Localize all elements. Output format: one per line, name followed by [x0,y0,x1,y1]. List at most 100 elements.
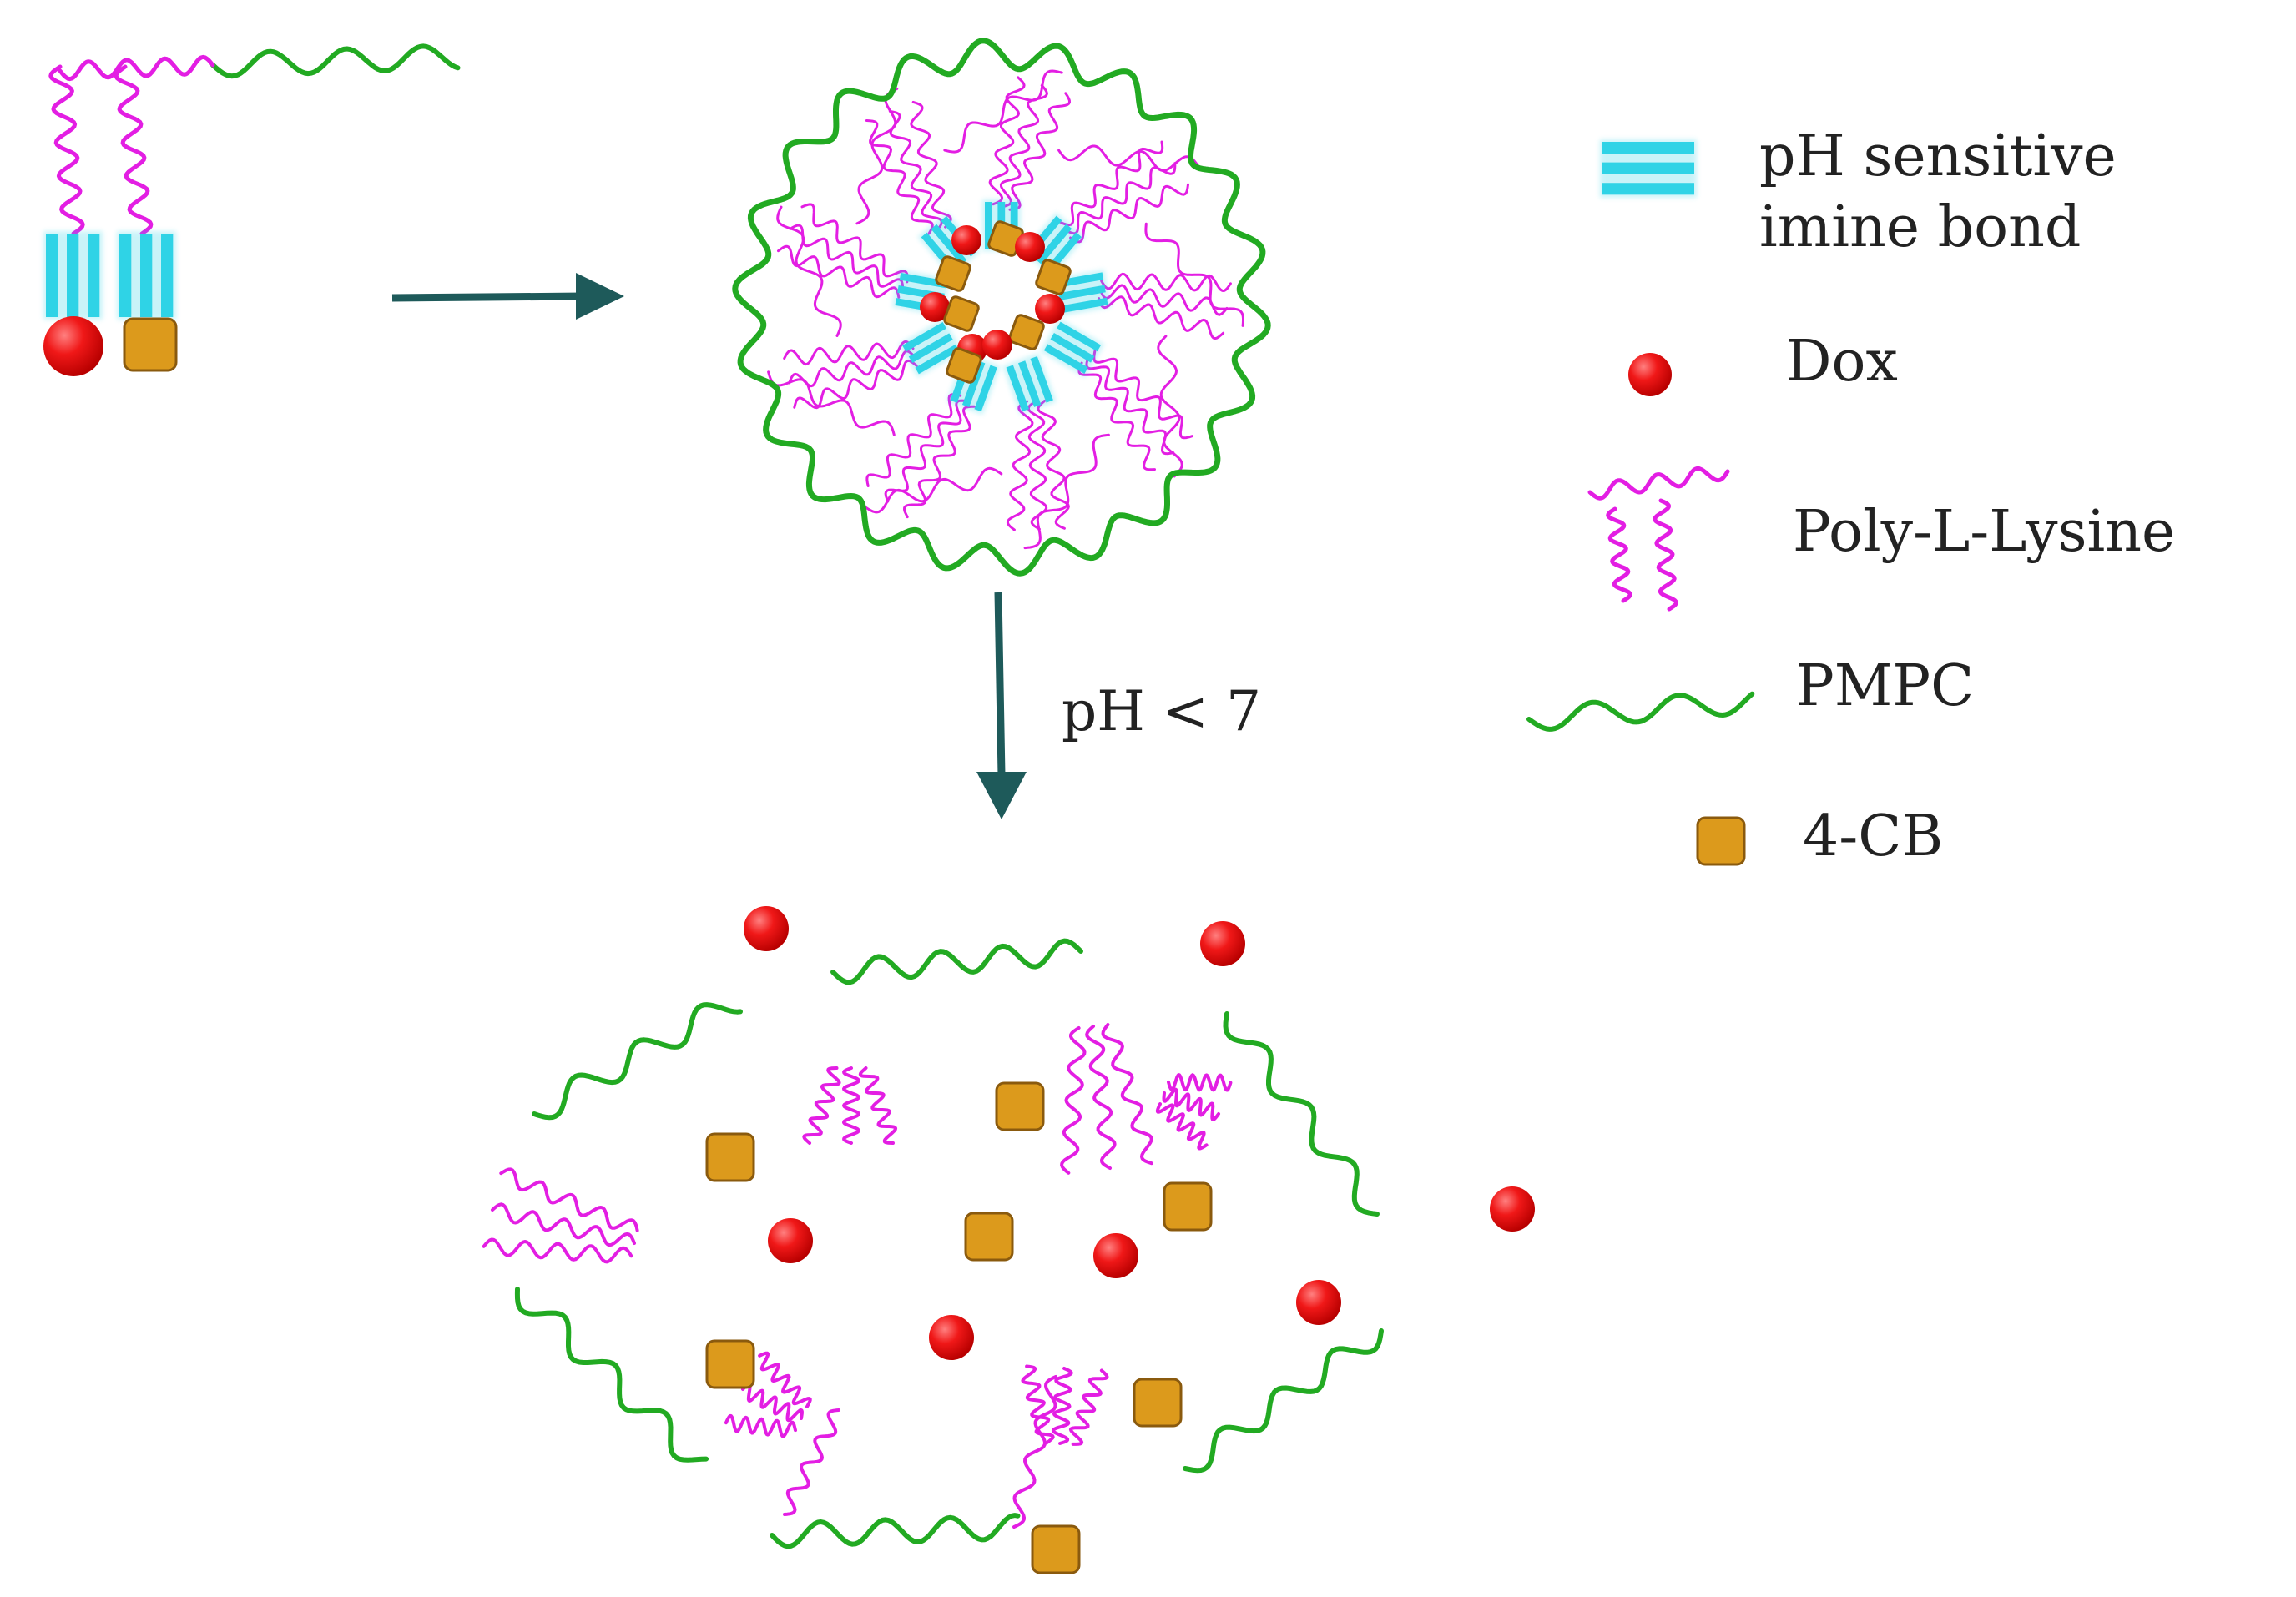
imine-bar [161,234,174,317]
lysine-strand [741,1382,804,1423]
dox-particle [1490,1186,1535,1232]
dox-particle [744,906,789,951]
imine-bar [1018,360,1042,407]
4-cb-particle [123,317,178,372]
lysine-strand [910,100,952,229]
lysine-strand [888,109,943,232]
imine-bar [1602,142,1694,154]
4-cb-particle [1163,1181,1213,1232]
dox-particle [768,1218,813,1263]
disassembled-state [482,906,1535,1574]
dox-particle [43,316,103,376]
4-cb-particle [946,347,982,384]
imine-bar [1602,162,1694,174]
4-cb-icon [1696,816,1746,866]
lysine-strand [863,466,1003,514]
dox-particle [1200,921,1245,966]
lysine-strand [1037,400,1070,530]
lysine-strand [1653,498,1678,612]
release-arrow-head [976,772,1027,819]
lysine-strand [1085,355,1175,456]
dox-particle [1296,1280,1341,1325]
imine-bar [915,344,960,375]
lysine-strand [1064,162,1177,235]
4-cb-particle [705,1132,755,1182]
assembly-arrow-shaft [391,292,585,302]
imine-bar [1056,272,1104,288]
lysine-strand [1098,284,1229,316]
lysine-strand [1100,272,1232,292]
imine-bar [1050,333,1095,363]
lysine-strand [1008,92,1071,211]
imine-bond [1002,353,1057,416]
lysine-strand [1155,1102,1209,1151]
legend: pH sensitive imine bond Dox Poly-L-Lysin… [1526,123,2175,869]
lysine-strand [1167,1073,1233,1092]
imine-bar [1030,355,1053,403]
dox-particle [929,1315,974,1360]
lysine-strand [842,1066,860,1145]
pmpc-chain [210,43,461,79]
poly-l-lysine-icon [1587,466,1730,612]
lysine-strand [1006,400,1034,531]
imine-bar [931,224,967,265]
lysine-strand [1057,144,1200,172]
lysine-strand [783,1408,840,1516]
dox-particle [1015,232,1045,262]
lysine-strand [999,83,1048,209]
4-cb-particle [1008,314,1045,350]
pmpc-chain [830,938,1083,985]
lysine-strand [789,224,905,291]
imine-bar [908,333,953,363]
lysine-strand [114,64,154,236]
imine-bar [140,234,153,317]
micelle-pmpc-shell [732,38,1271,577]
legend-pmpc-label: PMPC [1796,653,1974,719]
dox-particle [982,330,1012,360]
legend-imine-label: pH sensitive imine bond [1759,123,2134,260]
lysine-strand [1012,1375,1057,1529]
lysine-strand [58,54,215,82]
lysine-strand [1092,350,1193,440]
imine-bar [46,234,58,317]
released-pmpc-chains [514,938,1384,1549]
pmpc-chain [532,1002,743,1121]
lysine-strand [1051,1367,1073,1445]
4-cb-particle [935,255,971,292]
poly-l-lysine-chains [48,54,215,236]
lysine-strand [1060,140,1164,227]
pmpc-shell [732,38,1271,577]
imine-bar [1060,297,1108,314]
4-cb-particle [995,1081,1045,1131]
4-cb-particle [1031,1524,1081,1574]
imine-bar [1057,321,1102,352]
imine-bar [1036,224,1072,265]
imine-bond-bars [43,231,176,320]
imine-bond-icon [1600,139,1697,198]
lysine-strand [1023,433,1110,550]
pmpc-chain [1183,1328,1384,1474]
lysine-strand [865,119,934,235]
micelle [732,38,1271,577]
pmpc-chain [210,43,461,79]
lysine-strand [1021,1364,1055,1445]
lysine-strand [499,1167,639,1232]
pmpc-icon [1526,691,1755,732]
4-cb-particle [123,317,178,372]
lysine-strand [48,64,85,236]
imine-bar [899,272,947,289]
dox-particle [1093,1233,1138,1278]
4-cb-particle [1696,816,1746,866]
lysine-strand [758,1351,812,1408]
pmpc-chain [1526,691,1755,732]
lysine-strand [724,1413,797,1438]
dox-icon [1628,353,1672,396]
assembly-arrow-head [576,273,624,320]
pmpc-chain [1223,1011,1380,1217]
lysine-strand [1587,466,1730,501]
legend-imine-line-2: imine bond [1759,194,2081,260]
dox-particle [1035,294,1065,324]
legend-imine-line-1: pH sensitive [1759,123,2117,189]
pmpc-chain [514,1287,709,1463]
